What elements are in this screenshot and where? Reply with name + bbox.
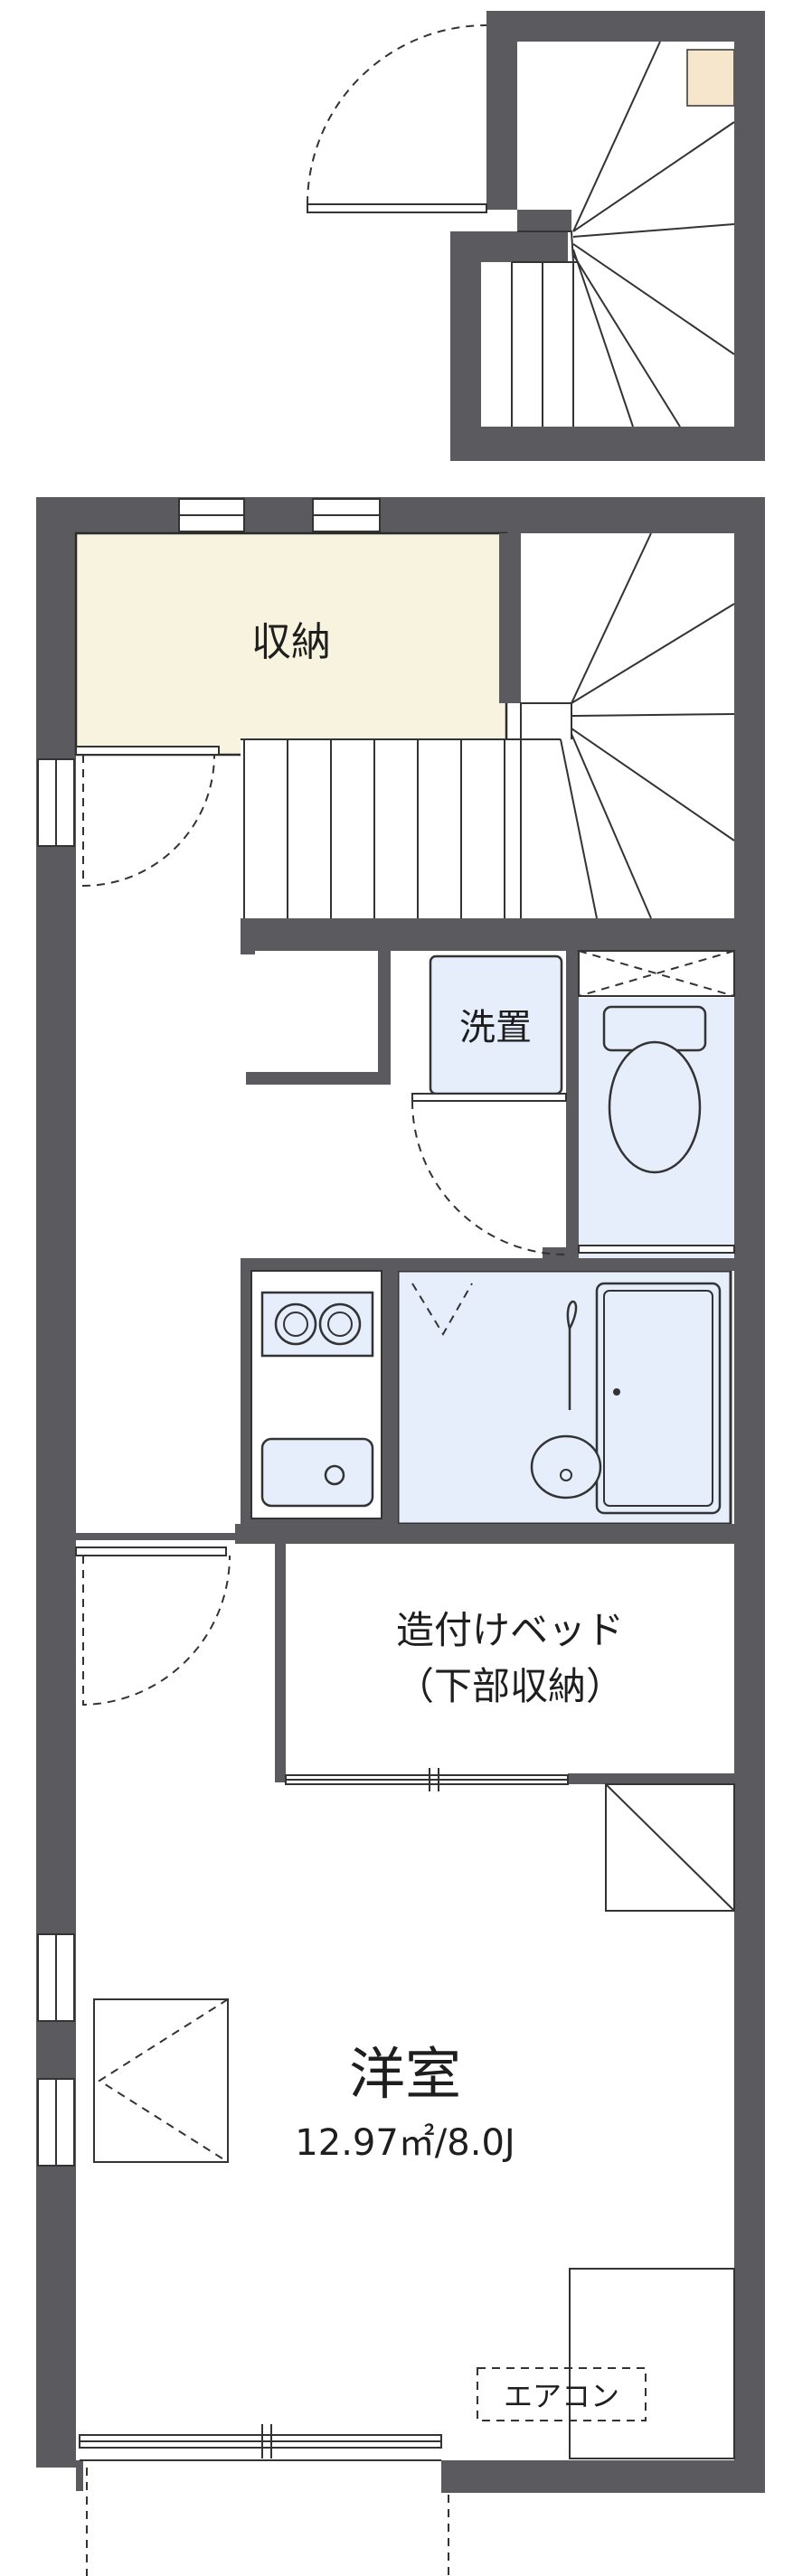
upper-wall-left-low — [450, 231, 481, 461]
corridor-door — [411, 1093, 567, 1255]
upper-stair-winder — [517, 41, 735, 428]
laundry-label: 洗置 — [459, 1007, 532, 1048]
bed-label-line1: 造付けベッド — [396, 1608, 624, 1652]
upper-wall-bottom — [450, 427, 765, 461]
shower-curtain — [566, 1300, 578, 1410]
corridor-wall-stub — [241, 918, 255, 954]
storage-door — [75, 746, 220, 888]
room-closet — [569, 1783, 735, 2459]
wall-right — [734, 497, 765, 2493]
main-floor — [36, 497, 765, 2576]
upper-wall-left-high — [486, 11, 517, 210]
floor-hatch — [93, 1998, 229, 2163]
upper-floor — [307, 11, 765, 461]
toilet — [578, 950, 735, 1254]
western-room-label: 洋室 — [349, 2041, 461, 2107]
main-stair — [241, 532, 735, 919]
top-windows — [178, 498, 381, 532]
bath-outer-wall — [389, 1258, 743, 1271]
storage-room — [76, 533, 506, 755]
bath-left-wall — [389, 1258, 398, 1535]
upper-wall-ledge — [450, 231, 568, 262]
bed-bottom-wall — [568, 1773, 743, 1784]
kitchen — [250, 1270, 382, 1519]
toilet-door — [578, 1245, 735, 1254]
balcony-window — [79, 2424, 449, 2576]
upper-wall-right — [734, 11, 765, 461]
upper-wall-top — [486, 11, 765, 42]
storage-right-wall — [499, 533, 521, 682]
bath-bottom-wall — [235, 1524, 743, 1544]
stove — [260, 1291, 374, 1358]
bed-label-line2: （下部収納） — [396, 1664, 624, 1708]
room-labels: 収納 洗置 造付けベッド （下部収納） 洋室 12.97㎡/8.0J エアコン — [251, 619, 624, 2413]
wall-bottom-right — [441, 2460, 765, 2493]
wash-basin — [530, 1434, 602, 1500]
built-in-bed — [285, 1544, 734, 1791]
bed-left-wall — [275, 1544, 286, 1782]
kitchen-wall-top — [246, 1072, 391, 1085]
wall-bottom-left-stub — [76, 2460, 83, 2491]
upper-door — [307, 24, 487, 213]
laundry-left-wall — [378, 949, 391, 1085]
wall-top — [36, 497, 765, 533]
burner-icon — [274, 1302, 317, 1346]
aircon-unit — [477, 2367, 647, 2421]
bath-fixtures — [411, 1282, 722, 1515]
storage-label: 収納 — [251, 619, 331, 665]
bathtub — [595, 1282, 722, 1515]
toilet-bowl — [608, 1040, 702, 1174]
upper-wall-notch — [517, 210, 571, 231]
corridor-wall — [241, 918, 765, 951]
kitchen-sink — [260, 1437, 374, 1508]
entrance-door — [75, 1547, 231, 1706]
aircon-label: エアコン — [504, 2379, 619, 2413]
left-windows — [37, 758, 75, 2167]
entrance-divider — [76, 1533, 235, 1540]
upper-accent-box — [686, 49, 735, 107]
burner-icon — [318, 1302, 362, 1346]
western-room-area: 12.97㎡/8.0J — [295, 2122, 515, 2164]
toilet-left-wall — [566, 949, 579, 1256]
